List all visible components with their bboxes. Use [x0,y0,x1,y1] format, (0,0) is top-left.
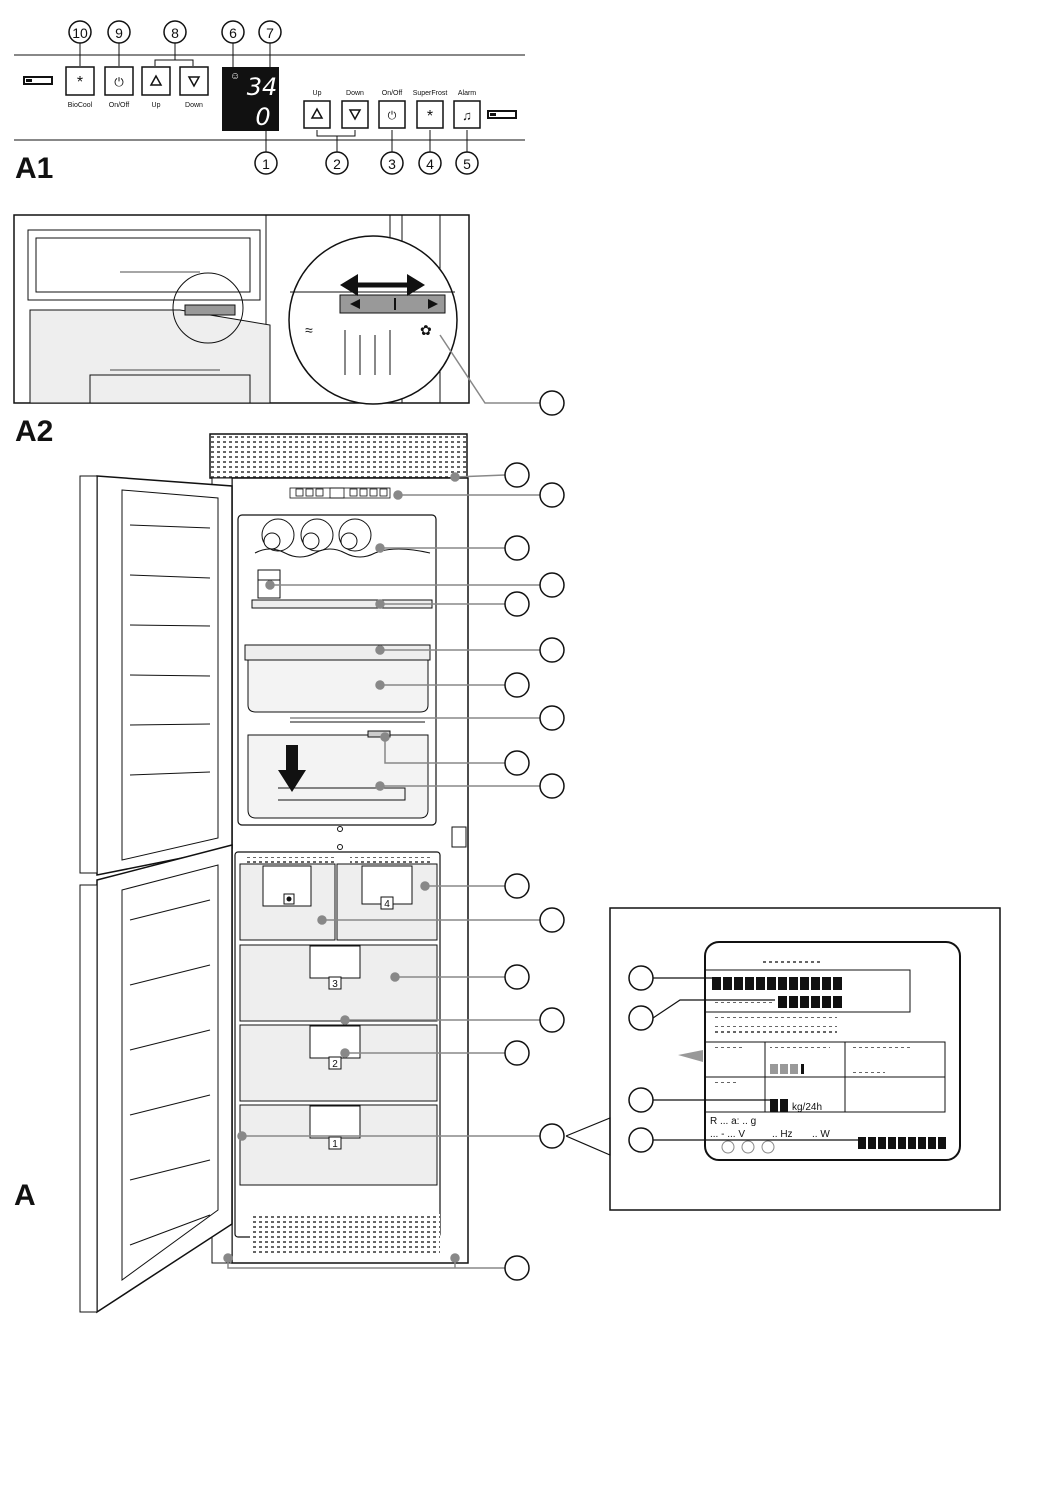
svg-text:Up: Up [313,90,322,97]
biocool-label: BioCool [68,102,93,109]
capacity-unit: kg/24h [792,1102,822,1113]
callout-6: 6 [221,20,245,44]
svg-text:1: 1 [262,156,270,172]
top-vent [209,433,468,479]
voltage-label: ... - ... V [710,1129,745,1140]
pointer-arrow-icon [678,1050,703,1062]
appliance-overview: 4 3 2 1 [14,433,565,1314]
svg-text:Up: Up [152,102,161,109]
svg-text:On/Off: On/Off [382,90,403,97]
slider-zoom-circle [288,235,458,405]
biofresh-drawer-upper [247,659,429,713]
svg-text:8: 8 [171,25,179,41]
callout-1: 1 [254,151,278,175]
section-label-a: A [14,1179,36,1212]
fridge-up-button[interactable] [303,100,331,129]
svg-text:9: 9 [115,25,123,41]
svg-text:10: 10 [72,25,88,41]
rating-plate-inset: kg/24h R ... a: .. g ... - ... V .. Hz .… [565,907,1001,1211]
biofresh-drawer-lower [247,734,429,819]
callout-9: 9 [107,20,131,44]
svg-text:Alarm: Alarm [458,90,476,97]
svg-text:⏻: ⏻ [388,110,397,122]
section-label-a2: A2 [15,415,53,448]
svg-text:3: 3 [388,156,396,172]
svg-text:1: 1 [332,1139,338,1150]
biocool-button[interactable]: * [65,66,95,96]
slider-handle [367,730,391,738]
section-label-a1: A1 [15,152,53,185]
callout-5: 5 [455,151,479,175]
svg-text:4: 4 [426,156,434,172]
rating-plate [704,941,961,1161]
fish-icon: ≈ [305,322,313,338]
freezer-symbol-icon [23,76,53,85]
svg-text:Down: Down [346,90,364,97]
control-panel-a1: 10 9 8 6 7 * BioCool ⏻ On/Off Up Down ☺ … [14,20,525,185]
svg-text:2: 2 [333,156,341,172]
alarm-button[interactable]: ♫ [453,100,481,129]
svg-text:6: 6 [229,25,237,41]
temperature-display: ☺ 34 0 [222,67,279,131]
svg-text:Down: Down [185,102,203,109]
biocool-indicator-icon: ☺ [230,71,240,82]
svg-text:On/Off: On/Off [109,102,130,109]
down-arrow-icon [278,745,306,792]
vegetable-icon: ✿ [420,322,432,338]
svg-text:7: 7 [266,25,274,41]
svg-text:3: 3 [332,979,338,990]
fridge-symbol-icon [487,110,517,119]
callout-circle [539,390,565,416]
svg-text:34: 34 [247,73,278,101]
svg-text:*: * [427,108,433,125]
svg-text:5: 5 [463,156,471,172]
callout-8: 8 [163,20,187,44]
frequency-label: .. Hz [772,1129,793,1140]
freezer-door-edge [79,884,98,1313]
power-label: .. W [812,1129,830,1140]
bottom-vent [250,1214,440,1256]
svg-text:⏻: ⏻ [114,75,124,89]
humidity-slider[interactable] [339,294,446,314]
svg-text:0: 0 [255,103,270,131]
superfrost-button[interactable]: * [416,100,444,129]
fridge-onoff-button[interactable]: ⏻ [378,100,406,129]
callout-10: 10 [68,20,92,44]
refrigerant-label: R ... a: .. g [710,1116,756,1127]
callout-2: 2 [325,151,349,175]
fridge-door-edge [79,475,98,874]
fridge-down-button[interactable] [341,100,369,129]
freezer-down-button[interactable] [179,66,209,96]
biofresh-detail-a2: ≈ ✿ A2 [13,214,565,448]
freezer-onoff-button[interactable]: ⏻ [104,66,134,96]
callout-4: 4 [418,151,442,175]
callout-circles [504,462,565,1281]
callout-7: 7 [258,20,282,44]
svg-text:*: * [77,74,83,91]
callout-3: 3 [380,151,404,175]
alarm-mute-icon: ♫ [462,108,472,123]
freezer-up-button[interactable] [141,66,171,96]
svg-text:SuperFrost: SuperFrost [413,90,448,97]
shelf-cover [244,644,431,661]
svg-text:2: 2 [332,1059,338,1070]
svg-text:4: 4 [384,899,390,910]
